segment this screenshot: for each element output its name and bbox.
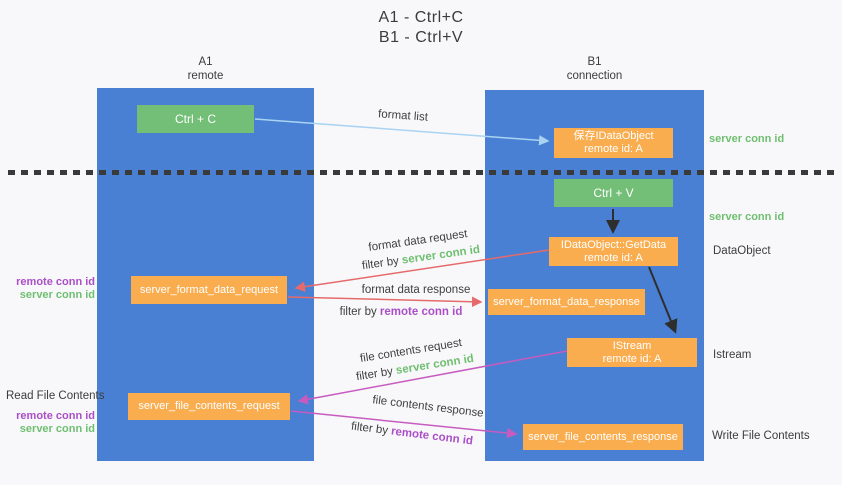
filter-by-text: filter by [355,365,397,384]
server-conn-id-label: server conn id [19,423,95,435]
read-file-contents-label: Read File Contents [6,390,105,402]
left-file-conn-ids: remote conn id server conn id [10,410,95,436]
lane-header-b1: B1 connection [485,55,704,83]
node-server-format-data-response: server_format_data_response [488,289,645,315]
format-data-response-arrow [287,296,483,308]
istream-line2: remote id: A [602,352,662,365]
getdata-line1: IDataObject::GetData [560,238,667,251]
getdata-line2: remote id: A [584,251,643,264]
save-idataobject-line1: 保存IDataObject [573,130,654,142]
node-ctrl-v: Ctrl + V [554,179,673,207]
node-ctrl-c: Ctrl + C [137,105,254,133]
server-conn-id-label: server conn id [19,289,95,301]
node-save-idataobject: 保存IDataObject remote id: A [554,128,673,158]
write-file-contents-label: Write File Contents [712,430,810,442]
server-conn-id-label-mid: server conn id [709,211,785,223]
lane-a1-role: remote [187,70,224,82]
diagram-title: A1 - Ctrl+C B1 - Ctrl+V [0,8,842,48]
server-format-data-response-label: server_format_data_response [493,295,640,308]
dataobject-label: DataObject [713,245,771,257]
lane-a1-name: A1 [198,56,213,68]
left-format-conn-ids: remote conn id server conn id [10,276,95,302]
file-contents-response-label: file contents response [371,394,485,420]
server-format-data-request-label: server_format_data_request [139,283,279,296]
node-server-file-contents-response: server_file_contents_response [523,424,683,450]
node-idataobject-getdata: IDataObject::GetData remote id: A [549,237,678,266]
format-data-response-label: format data response [361,284,471,296]
remote-conn-id-key: remote conn id [379,306,463,318]
istream-line1: IStream [612,339,652,352]
server-file-contents-response-label: server_file_contents_response [528,430,678,443]
lane-b1-name: B1 [587,56,602,68]
ctrl-c-label: Ctrl + C [174,112,216,126]
server-conn-id-label-top: server conn id [709,133,785,145]
server-file-contents-request-label: server_file_contents_request [138,400,280,412]
title-line-2: B1 - Ctrl+V [378,29,464,46]
remote-conn-id-label: remote conn id [16,410,95,422]
ctrl-v-label: Ctrl + V [593,186,634,200]
remote-conn-id-key: remote conn id [390,425,474,448]
section-divider-dotted-line [8,170,834,175]
file-contents-response-filter: filter by remote conn id [350,421,473,448]
node-istream: IStream remote id: A [567,338,697,367]
format-data-response-filter: filter by remote conn id [340,306,463,318]
node-server-file-contents-request: server_file_contents_request [128,393,290,420]
filter-by-text: filter by [350,420,392,438]
filter-by-text: filter by [339,306,380,318]
filter-by-text: filter by [361,254,403,273]
save-idataobject-line2: remote id: A [584,143,643,155]
lane-header-a1: A1 remote [97,55,314,83]
lane-b1-role: connection [566,70,623,82]
remote-conn-id-label: remote conn id [16,276,95,288]
format-list-label: format list [377,108,429,124]
node-server-format-data-request: server_format_data_request [131,276,287,304]
title-line-1: A1 - Ctrl+C [378,9,464,26]
istream-label: Istream [713,349,752,361]
